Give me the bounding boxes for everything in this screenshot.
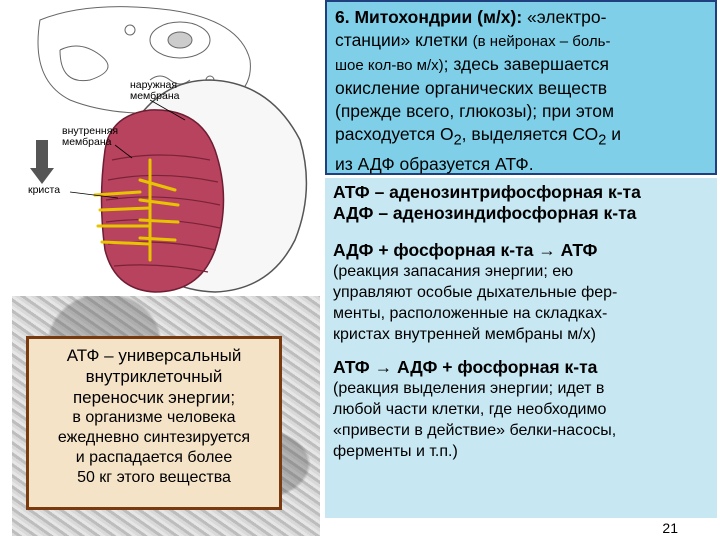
adp-definition: АДФ – аденозиндифосфорная к-та: [333, 203, 637, 223]
atp-definition: АТФ – аденозинтрифосфорная к-та: [333, 182, 641, 202]
inner-membrane-pointer: [114, 144, 133, 159]
mitochondrion-figure: наружная мембрана внутренняя мембрана кр…: [0, 0, 325, 300]
description-line: 6. Митохондрии (м/х): «электро-: [335, 7, 607, 27]
info-line: в организме человека: [72, 409, 236, 426]
mitochondrion-illustration: [30, 6, 308, 293]
description-line: окисление органических веществ: [335, 78, 608, 98]
crista-label: криста: [28, 184, 61, 196]
synthesis-equation: АДФ + фосфорная к-та → АТФ: [333, 240, 598, 260]
info-line: АТФ – универсальный: [66, 346, 242, 365]
info-line: переносчик энергии;: [72, 388, 236, 407]
atp-adp-panel: АТФ – аденозинтрифосфорная к-та АДФ – ад…: [325, 178, 717, 518]
right-arrow-icon: →: [538, 240, 561, 260]
description-line: расходуется О2, выделяется СО2 и: [335, 124, 621, 149]
hydrolysis-note: (реакция выделения энергии; идет в любой…: [333, 380, 617, 460]
info-line: ежедневно синтезируется: [57, 429, 251, 446]
crista-pointer: [69, 191, 119, 199]
outer-membrane-pointer: [149, 99, 186, 121]
inner-membrane-label: внутренняя мембрана: [62, 125, 119, 148]
mitochondrion-body: [100, 109, 225, 293]
description-line: (прежде всего, глюкозы); при этом: [335, 101, 614, 121]
page-number: 21: [662, 520, 678, 536]
hydrolysis-equation: АТФ → АДФ + фосфорная к-та: [333, 357, 598, 377]
description-line: шое кол-во м/х); здесь завершается: [335, 54, 609, 74]
mitochondria-description-panel: 6. Митохондрии (м/х): «электро- станции»…: [325, 0, 717, 175]
outer-membrane-label: наружная мембрана: [130, 79, 180, 102]
synthesis-note: (реакция запасания энергии; ею управляют…: [333, 263, 618, 343]
info-line: и распадается более: [75, 449, 233, 466]
info-line: внутриклеточный: [85, 367, 223, 386]
cristae: [93, 158, 180, 262]
info-line: 50 кг этого вещества: [77, 469, 231, 486]
down-arrow-icon: [30, 140, 54, 184]
description-line: станции» клетки (в нейронах – боль-: [335, 30, 611, 50]
right-arrow-icon: →: [374, 357, 397, 377]
atp-info-box: АТФ – универсальный внутриклеточный пере…: [26, 336, 282, 510]
description-line: из АДФ образуется АТФ.: [335, 153, 534, 174]
